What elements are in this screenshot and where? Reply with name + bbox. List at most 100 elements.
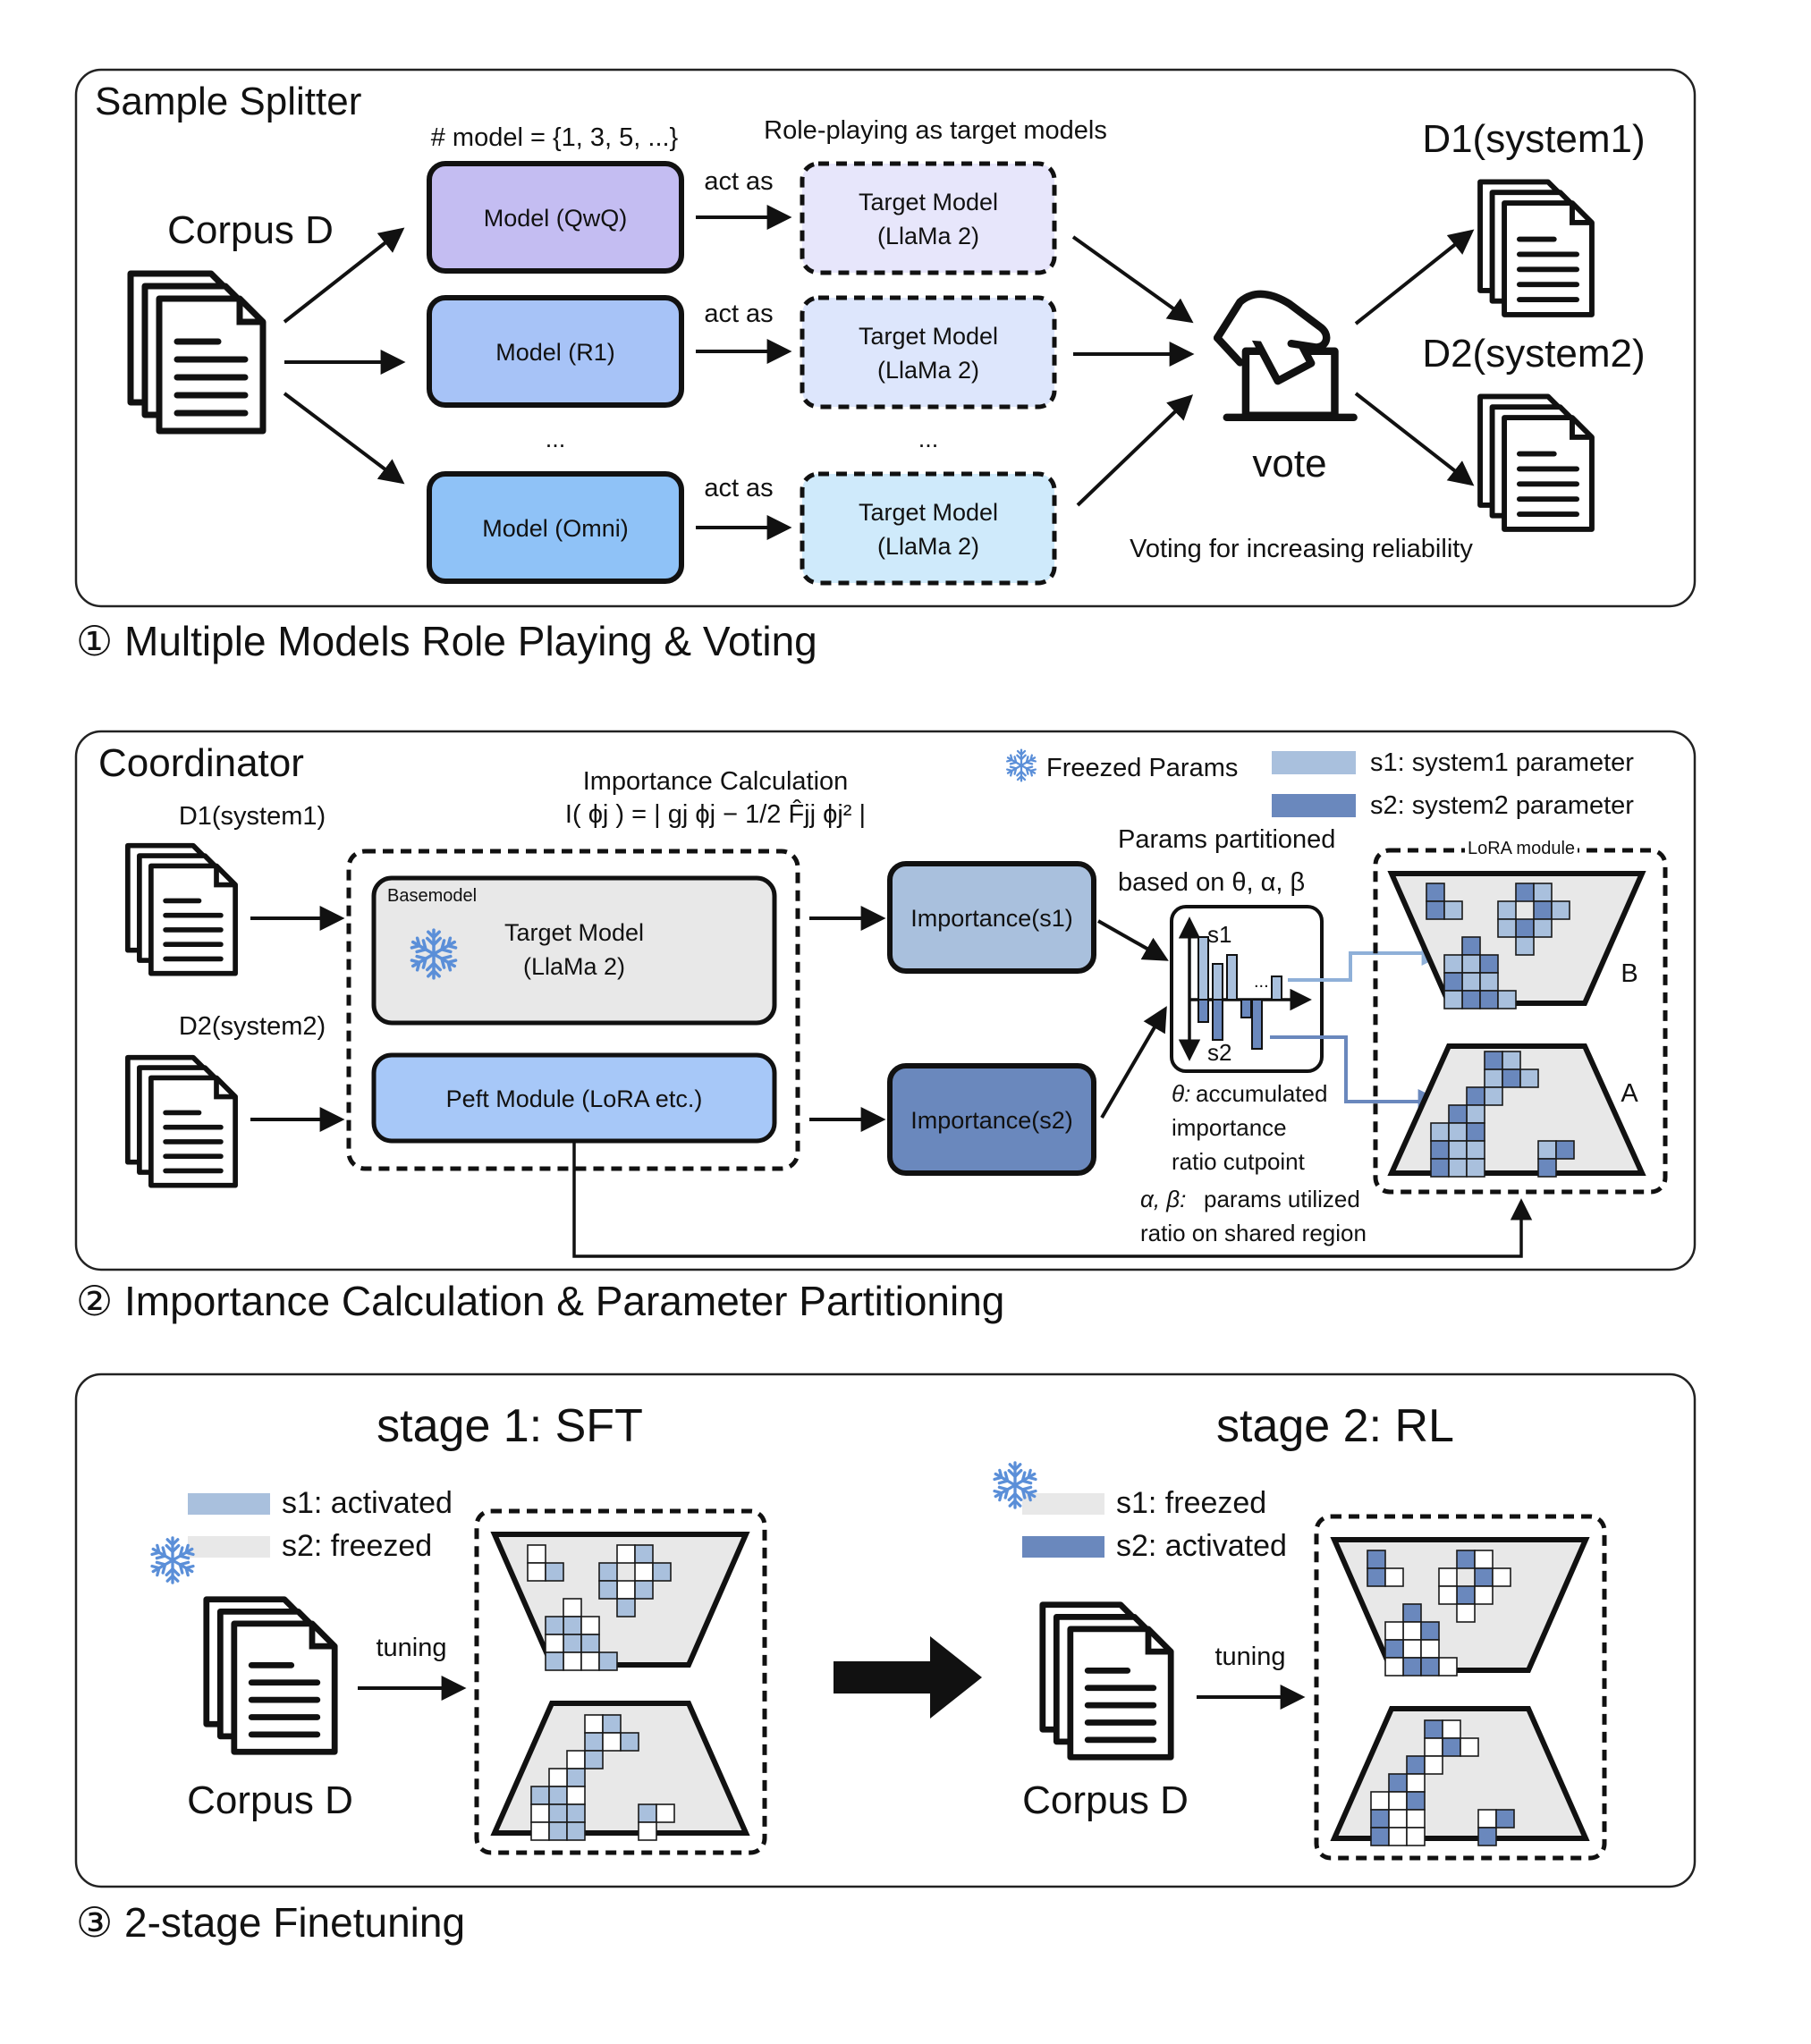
target-model-box-1 (800, 161, 1057, 275)
parameter-cell (634, 1562, 654, 1582)
legend-freezed-label: Freezed Params (1046, 754, 1238, 782)
parameter-cell (638, 1803, 657, 1823)
model-qwq-label: Model (QwQ) (484, 205, 628, 232)
parameter-cell (1443, 900, 1463, 920)
parameter-cell (584, 1714, 604, 1734)
parameter-cell (1456, 1585, 1476, 1605)
partition-line2: based on θ, α, β (1118, 868, 1305, 897)
parameter-cell (1484, 1051, 1503, 1070)
stage2-cells (1367, 1550, 1515, 1846)
parameter-cell (527, 1544, 546, 1564)
parameter-cell (566, 1768, 586, 1787)
stage2-corpus-label: Corpus D (1022, 1778, 1189, 1822)
parameter-cell (584, 1732, 604, 1752)
voting-note: Voting for increasing reliability (1130, 535, 1473, 563)
parameter-cell (1551, 900, 1570, 920)
legend-s2-swatch (1272, 794, 1356, 817)
targets-ellipsis: ... (918, 426, 939, 452)
target-model-1-line1: Target Model (859, 189, 998, 215)
parameter-cell (1466, 1122, 1485, 1142)
act-as-label-3: act as (704, 474, 773, 503)
act-as-label-1: act as (704, 167, 773, 196)
parameter-cell (1384, 1567, 1404, 1587)
parameter-cell (1424, 1755, 1443, 1775)
target-model-3-line2: (LlaMa 2) (877, 533, 979, 560)
stage1-s2-swatch (188, 1536, 270, 1558)
parameter-cell (1461, 954, 1481, 974)
parameter-cell (602, 1732, 622, 1752)
basemodel-box (371, 875, 777, 1026)
parameter-cell (545, 1562, 564, 1582)
parameter-cell (1492, 1567, 1511, 1587)
target-model-2-line2: (LlaMa 2) (877, 357, 979, 384)
parameter-cell (1474, 1550, 1494, 1569)
parameter-cell (1442, 1719, 1461, 1739)
partition-plot (1170, 905, 1324, 1073)
section-2-label: ② Importance Calculation & Parameter Par… (76, 1278, 1004, 1324)
parameter-cell (1430, 1140, 1450, 1160)
parameter-cell (1384, 1621, 1404, 1641)
parameter-cell (1497, 918, 1517, 938)
model-qwq-box (427, 161, 684, 274)
ab-key: α, β: (1140, 1186, 1186, 1212)
parameter-cell (548, 1768, 568, 1787)
parameter-cell (634, 1580, 654, 1600)
parameter-cell (580, 1634, 600, 1653)
parameter-cell (1402, 1639, 1422, 1659)
parameter-cell (1448, 1158, 1468, 1178)
parameter-cell (1515, 936, 1535, 956)
parameter-cell (1474, 1585, 1494, 1605)
parameter-cell (1479, 954, 1499, 974)
ab-desc-2: ratio on shared region (1140, 1220, 1367, 1246)
target-model-box-3 (800, 471, 1057, 586)
parameter-cell (1438, 1567, 1458, 1587)
parameter-cell (580, 1616, 600, 1635)
parameter-cell (1448, 1104, 1468, 1124)
panel-two-stage: stage 1: SFT s1: activated s2: freezed C… (74, 1373, 1697, 1888)
legend-s1-label: s1: system1 parameter (1370, 748, 1634, 777)
parameter-cell (1406, 1773, 1426, 1793)
basemodel-label: Basemodel (387, 886, 477, 906)
parameter-cell (1497, 900, 1517, 920)
parameter-cell (602, 1714, 622, 1734)
stage1-s1-swatch (188, 1493, 270, 1515)
base-target-line1: Target Model (504, 919, 644, 946)
partition-ellipsis: ... (1254, 972, 1269, 992)
peft-module-box (371, 1052, 777, 1144)
importance-s2-box (887, 1063, 1096, 1176)
stage-transition-arrow (834, 1636, 982, 1719)
corpus-label: Corpus D (167, 208, 334, 252)
parameter-cell (1533, 918, 1553, 938)
parameter-cell (1460, 1737, 1479, 1757)
parameter-cell (1479, 972, 1499, 992)
parameter-cell (1388, 1809, 1408, 1829)
parameter-cell (566, 1750, 586, 1769)
stage1-tuning-label: tuning (376, 1634, 446, 1662)
parameter-cell (1477, 1827, 1497, 1846)
parameter-cell (1420, 1639, 1440, 1659)
parameter-cell (1515, 883, 1535, 902)
parameter-cell (1426, 883, 1445, 902)
parameter-cell (563, 1651, 582, 1671)
parameter-cell (566, 1821, 586, 1841)
parameter-cell (1402, 1657, 1422, 1677)
parameter-cell (1515, 918, 1535, 938)
parameter-cell (563, 1634, 582, 1653)
parameter-cell (580, 1651, 600, 1671)
parameter-cell (1443, 954, 1463, 974)
parameter-cell (1430, 1122, 1450, 1142)
parameter-cell (1406, 1809, 1426, 1829)
parameter-cell (1456, 1603, 1476, 1623)
parameter-cell (638, 1821, 657, 1841)
stage1-s2-label: s2: freezed (282, 1529, 432, 1563)
parameter-cell (1370, 1809, 1390, 1829)
parameter-cell (616, 1544, 636, 1564)
parameter-cell (1406, 1791, 1426, 1811)
parameter-cell (548, 1803, 568, 1823)
theta-desc-3: ratio cutpoint (1172, 1148, 1306, 1175)
parameter-cell (1420, 1657, 1440, 1677)
parameter-cell (1519, 1068, 1539, 1088)
theta-key: θ: (1172, 1080, 1190, 1107)
parameter-cell (598, 1580, 618, 1600)
